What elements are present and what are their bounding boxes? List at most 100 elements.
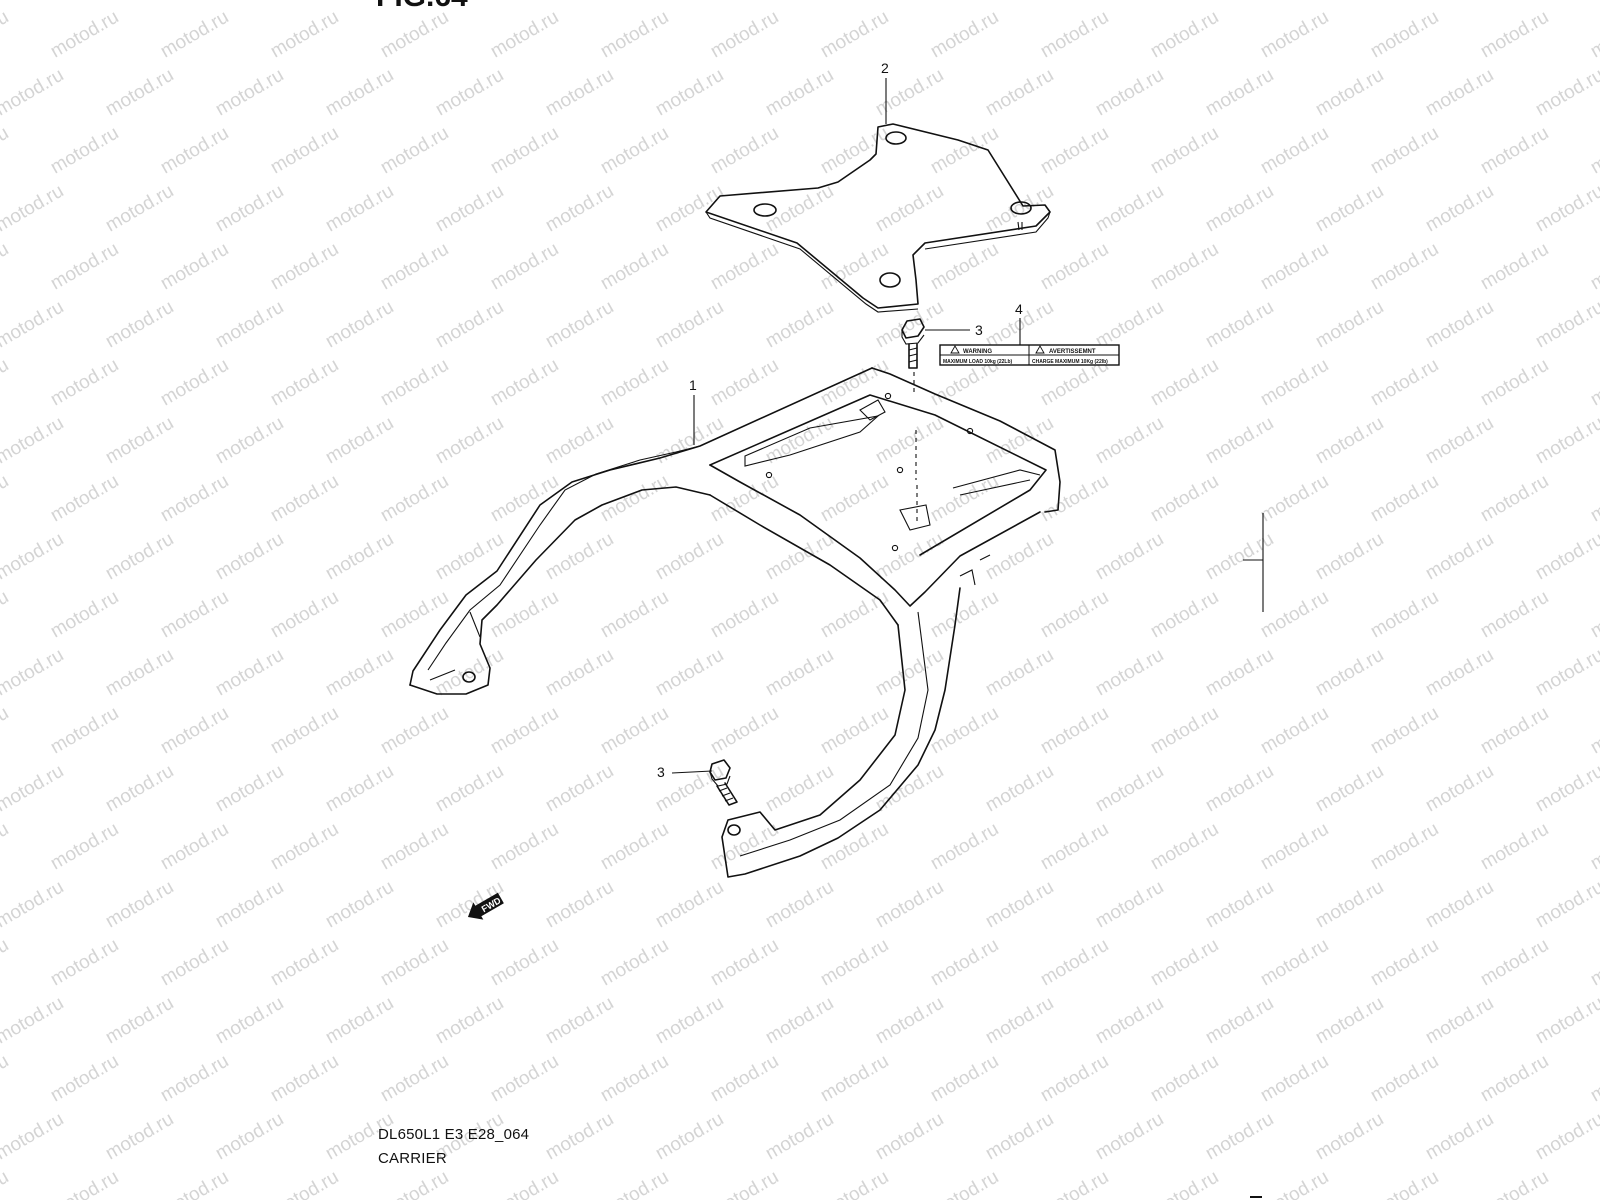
- watermark-text: motod.ru: [817, 587, 892, 643]
- watermark-text: motod.ru: [47, 1167, 122, 1200]
- watermark-text: motod.ru: [47, 123, 122, 179]
- watermark-text: motod.ru: [1092, 297, 1167, 353]
- watermark-text: motod.ru: [47, 239, 122, 295]
- watermark-text: motod.ru: [0, 7, 12, 63]
- watermark-text: motod.ru: [597, 703, 672, 759]
- watermark-text: motod.ru: [597, 587, 672, 643]
- watermark-text: motod.ru: [102, 993, 177, 1049]
- watermark-text: motod.ru: [982, 877, 1057, 933]
- watermark-text: motod.ru: [212, 297, 287, 353]
- watermark-text: motod.ru: [982, 993, 1057, 1049]
- watermark-text: motod.ru: [47, 819, 122, 875]
- watermark-text: motod.ru: [1147, 471, 1222, 527]
- watermark-text: motod.ru: [542, 529, 617, 585]
- watermark-text: motod.ru: [102, 761, 177, 817]
- watermark-text: motod.ru: [1532, 529, 1600, 585]
- watermark-text: motod.ru: [157, 239, 232, 295]
- watermark-text: motod.ru: [1477, 471, 1552, 527]
- watermark-text: motod.ru: [1532, 645, 1600, 701]
- warning-label-part-4: WARNING AVERTISSEMNT MAXIMUM LOAD 10kg (…: [939, 344, 1120, 366]
- watermark-text: motod.ru: [1312, 0, 1387, 4]
- watermark-text: motod.ru: [1147, 935, 1222, 991]
- watermark-text: motod.ru: [542, 413, 617, 469]
- watermark-text: motod.ru: [1422, 0, 1497, 4]
- watermark-text: motod.ru: [1147, 703, 1222, 759]
- watermark-text: motod.ru: [1477, 1167, 1552, 1200]
- watermark-text: motod.ru: [1422, 761, 1497, 817]
- watermark-text: motod.ru: [1367, 7, 1442, 63]
- watermark-text: motod.ru: [377, 123, 452, 179]
- watermark-text: motod.ru: [1037, 587, 1112, 643]
- watermark-text: motod.ru: [487, 1167, 562, 1200]
- watermark-text: motod.ru: [487, 819, 562, 875]
- watermark-text: motod.ru: [1532, 993, 1600, 1049]
- watermark-text: motod.ru: [1477, 123, 1552, 179]
- watermark-text: motod.ru: [0, 123, 12, 179]
- watermark-text: motod.ru: [0, 529, 67, 585]
- watermark-text: motod.ru: [1587, 239, 1600, 295]
- watermark-text: motod.ru: [157, 355, 232, 411]
- watermark-text: motod.ru: [1147, 819, 1222, 875]
- carrier-plate-part-2: [705, 123, 1051, 313]
- watermark-text: motod.ru: [47, 471, 122, 527]
- watermark-text: motod.ru: [1147, 1167, 1222, 1200]
- avertissement-heading: AVERTISSEMNT: [1049, 349, 1096, 355]
- watermark-text: motod.ru: [267, 1051, 342, 1107]
- watermark-text: motod.ru: [927, 819, 1002, 875]
- watermark-text: motod.ru: [652, 1109, 727, 1165]
- watermark-text: motod.ru: [157, 471, 232, 527]
- watermark-text: motod.ru: [1477, 703, 1552, 759]
- watermark-text: motod.ru: [872, 0, 947, 4]
- bolt-part-3-lower: [709, 759, 738, 806]
- warning-text: MAXIMUM LOAD 10kg (22Lb): [943, 359, 1013, 365]
- watermark-text: motod.ru: [0, 471, 12, 527]
- watermark-text: motod.ru: [212, 761, 287, 817]
- watermark-text: motod.ru: [322, 181, 397, 237]
- watermark-text: motod.ru: [322, 993, 397, 1049]
- watermark-text: motod.ru: [47, 935, 122, 991]
- watermark-text: motod.ru: [542, 1109, 617, 1165]
- watermark-text: motod.ru: [652, 297, 727, 353]
- watermark-text: motod.ru: [267, 355, 342, 411]
- watermark-text: motod.ru: [1147, 239, 1222, 295]
- watermark-text: motod.ru: [1312, 297, 1387, 353]
- watermark-text: motod.ru: [1367, 355, 1442, 411]
- watermark-text: motod.ru: [102, 1109, 177, 1165]
- watermark-text: motod.ru: [432, 993, 507, 1049]
- watermark-text: motod.ru: [212, 529, 287, 585]
- watermark-text: motod.ru: [982, 761, 1057, 817]
- watermark-text: motod.ru: [267, 471, 342, 527]
- watermark-text: motod.ru: [157, 1051, 232, 1107]
- watermark-text: motod.ru: [817, 1051, 892, 1107]
- watermark-text: motod.ru: [1312, 993, 1387, 1049]
- watermark-text: motod.ru: [267, 123, 342, 179]
- watermark-text: motod.ru: [762, 645, 837, 701]
- watermark-text: motod.ru: [927, 7, 1002, 63]
- watermark-text: motod.ru: [1257, 1051, 1332, 1107]
- watermark-text: motod.ru: [597, 7, 672, 63]
- watermark-text: motod.ru: [1202, 1109, 1277, 1165]
- watermark-text: motod.ru: [1367, 587, 1442, 643]
- watermark-text: motod.ru: [47, 355, 122, 411]
- watermark-text: motod.ru: [1367, 1051, 1442, 1107]
- watermark-text: motod.ru: [1422, 993, 1497, 1049]
- watermark-text: motod.ru: [762, 761, 837, 817]
- watermark-text: motod.ru: [652, 645, 727, 701]
- watermark-text: motod.ru: [762, 1109, 837, 1165]
- watermark-text: motod.ru: [872, 761, 947, 817]
- watermark-text: motod.ru: [597, 819, 672, 875]
- watermark-text: motod.ru: [1422, 181, 1497, 237]
- watermark-text: motod.ru: [267, 239, 342, 295]
- watermark-text: motod.ru: [102, 877, 177, 933]
- watermark-text: motod.ru: [1477, 935, 1552, 991]
- watermark-text: motod.ru: [927, 703, 1002, 759]
- callout-4: 4: [1015, 301, 1023, 317]
- watermark-text: motod.ru: [377, 819, 452, 875]
- watermark-text: motod.ru: [652, 0, 727, 4]
- watermark-text: motod.ru: [707, 355, 782, 411]
- watermark-text: motod.ru: [102, 65, 177, 121]
- watermark-text: motod.ru: [1257, 239, 1332, 295]
- watermark-text: motod.ru: [1147, 123, 1222, 179]
- watermark-text: motod.ru: [157, 703, 232, 759]
